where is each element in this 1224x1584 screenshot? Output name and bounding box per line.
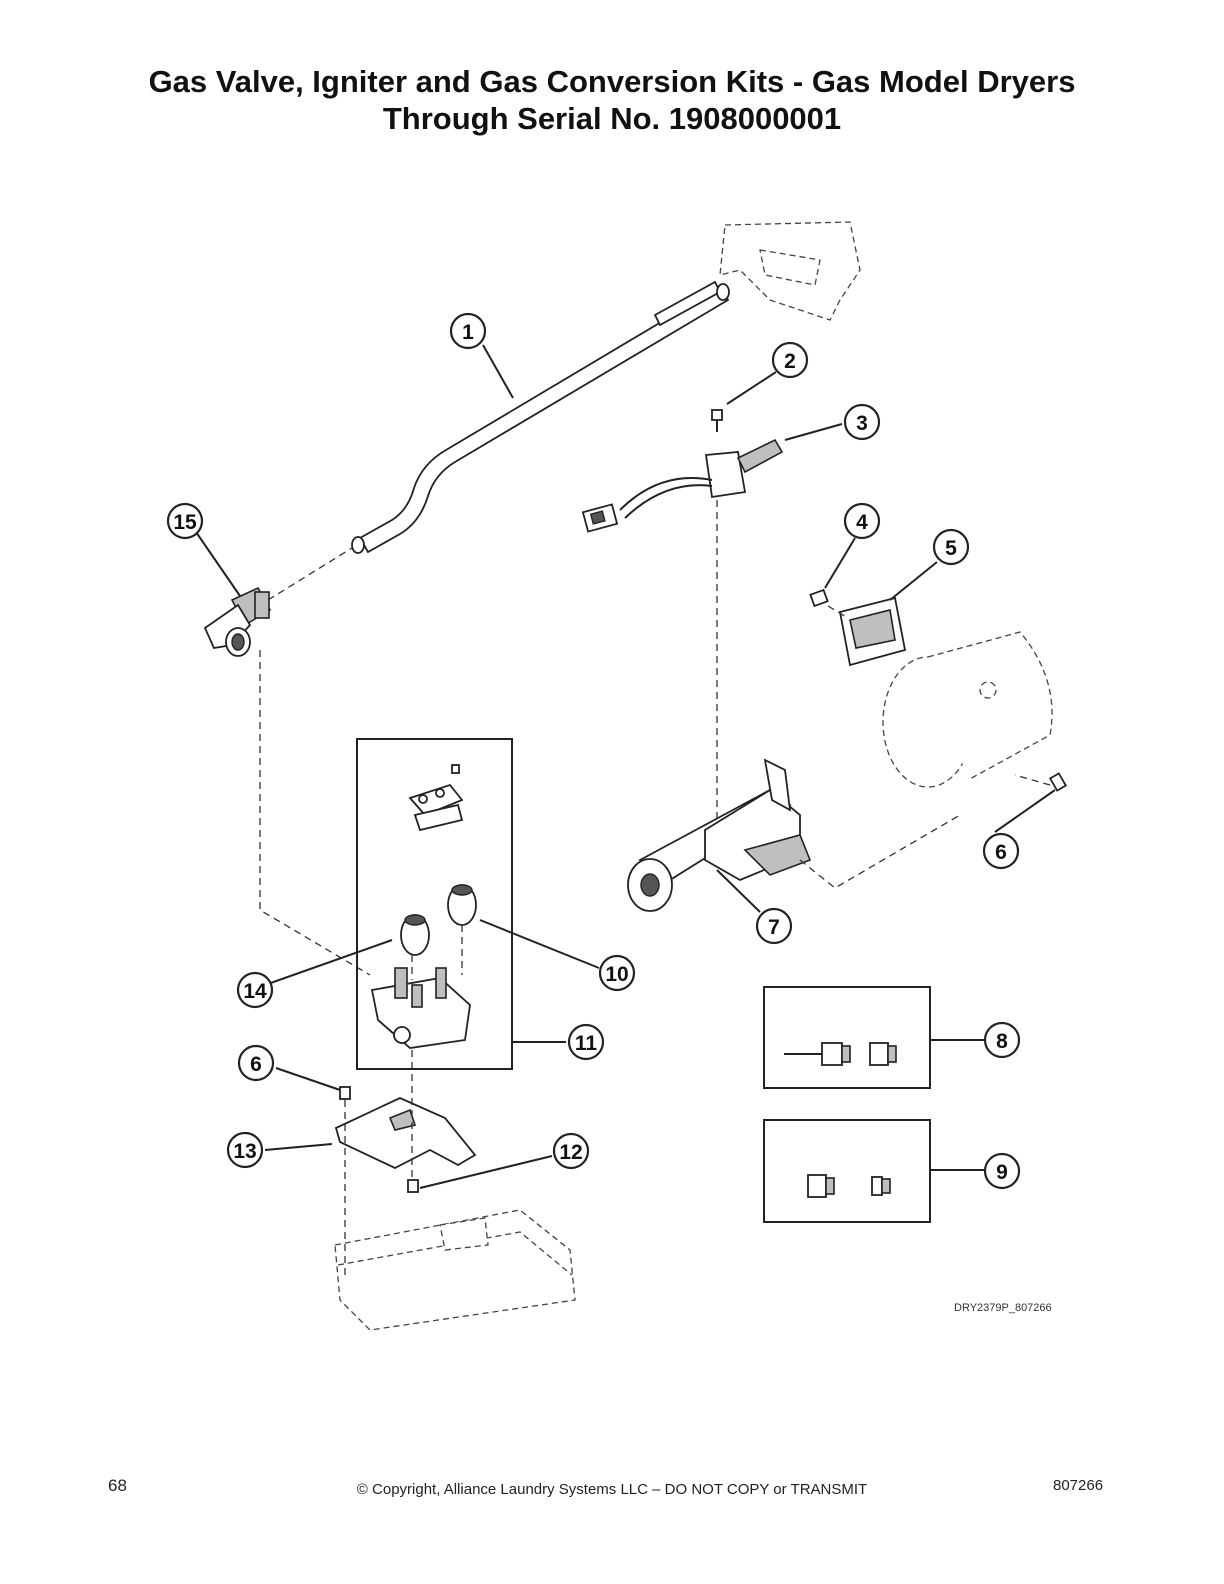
callout-6-left-label: 6 (250, 1053, 262, 1076)
callout-5-label: 5 (945, 537, 957, 560)
callout-2-label: 2 (784, 350, 796, 373)
ghost-bracket-top (719, 221, 861, 321)
screw-4-part (809, 588, 829, 608)
drawing-code: DRY2379P_807266 (954, 1302, 1052, 1314)
callout-14: 14 (236, 971, 274, 1009)
valve-assembly-box (356, 738, 513, 1070)
callout-5: 5 (932, 528, 970, 566)
callout-10: 10 (598, 954, 636, 992)
ghost-base-plate (334, 1209, 576, 1331)
callout-4-label: 4 (856, 511, 868, 534)
callout-3-label: 3 (856, 412, 868, 435)
callout-10-label: 10 (605, 963, 628, 986)
screw-12-part (407, 1179, 419, 1193)
callout-11: 11 (567, 1023, 605, 1061)
page-title-line1: Gas Valve, Igniter and Gas Conversion Ki… (148, 64, 1076, 99)
alignment-lines (259, 500, 1051, 1280)
document-number: 807266 (1053, 1477, 1104, 1494)
igniter-part (581, 438, 784, 533)
callout-6-right-label: 6 (995, 841, 1007, 864)
callout-4: 4 (843, 502, 881, 540)
conversion-kit-box-9 (763, 1119, 931, 1223)
callout-3: 3 (843, 403, 881, 441)
mounting-bracket-part (334, 1097, 477, 1170)
screw-6-right-part (1048, 772, 1068, 792)
callout-12-label: 12 (559, 1141, 582, 1164)
callout-8: 8 (983, 1021, 1021, 1059)
bracket-5-part (838, 596, 907, 667)
page-title-line2: Through Serial No. 1908000001 (382, 101, 842, 136)
burner-assembly-part (627, 758, 812, 912)
ghost-burner-tube (882, 631, 1053, 788)
screw-6-left-part (339, 1086, 351, 1100)
callout-7-label: 7 (768, 916, 780, 939)
callout-2: 2 (771, 341, 809, 379)
callout-7: 7 (755, 907, 793, 945)
callout-13: 13 (226, 1131, 264, 1169)
callout-11-label: 11 (575, 1032, 598, 1055)
callout-8-label: 8 (996, 1030, 1008, 1053)
callout-14-label: 14 (243, 980, 267, 1003)
elbow-fitting-part (203, 586, 272, 657)
callout-15: 15 (166, 502, 204, 540)
callout-6-right: 6 (982, 832, 1020, 870)
callout-9: 9 (983, 1152, 1021, 1190)
callout-12: 12 (552, 1132, 590, 1170)
copyright-notice: © Copyright, Alliance Laundry Systems LL… (356, 1481, 868, 1498)
callout-6-left: 6 (237, 1044, 275, 1082)
conversion-kit-box-8 (763, 986, 931, 1089)
callout-15-label: 15 (173, 511, 197, 534)
callout-9-label: 9 (996, 1161, 1008, 1184)
callout-1: 1 (449, 312, 487, 350)
gas-pipe-part (351, 280, 730, 554)
page-number: 68 (108, 1476, 127, 1495)
callout-leaders (195, 344, 1056, 1189)
screw-2-part (711, 409, 723, 432)
callout-13-label: 13 (233, 1140, 256, 1163)
callout-1-label: 1 (462, 321, 474, 344)
